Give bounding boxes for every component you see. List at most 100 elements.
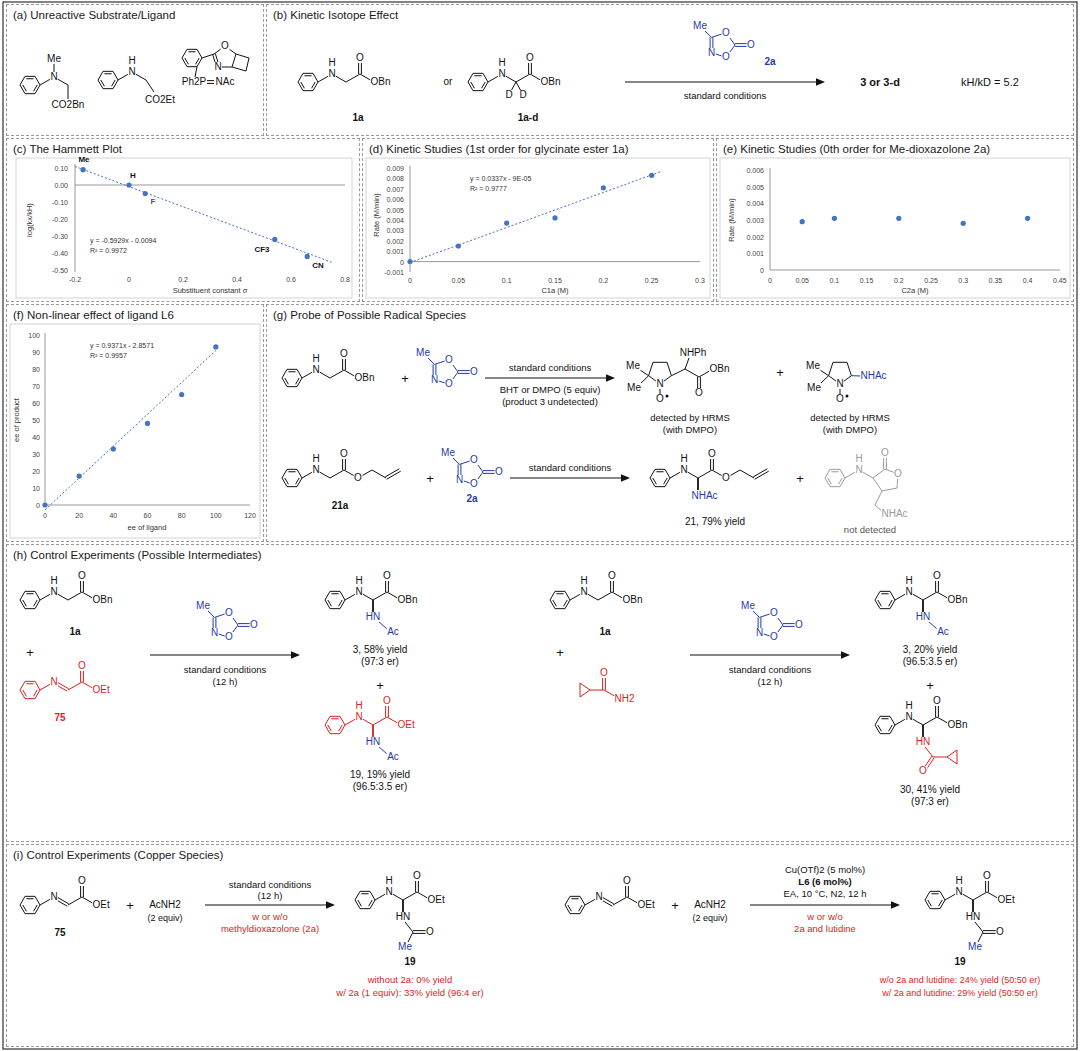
bond-line: [568, 905, 572, 911]
bond-line: [360, 891, 370, 892]
tick-label: 0.009: [386, 165, 404, 172]
data-point: [305, 254, 310, 259]
tick-label: 60: [144, 512, 152, 519]
text-label: 75: [54, 713, 65, 723]
bond-line: [930, 908, 940, 909]
bond-line: [205, 904, 329, 905]
atom-label: HN: [915, 612, 930, 622]
text-label: kH/kD = 5.2: [961, 77, 1019, 88]
tick-label: 80: [32, 366, 40, 373]
tick-label: 0.8: [340, 276, 350, 283]
data-point: [504, 221, 509, 226]
text-label: R² = 0.9972: [90, 247, 127, 254]
bond-line: [325, 725, 330, 734]
text-label: (with DMPO): [663, 425, 717, 435]
atom-label: OBn: [370, 77, 391, 87]
bond-line: [373, 717, 387, 725]
atom-label: Me: [968, 942, 983, 952]
bond-line: [103, 88, 113, 89]
atom-label: HN: [365, 612, 380, 622]
bond-line: [35, 896, 40, 905]
bond-line: [873, 478, 882, 491]
text-label: not detected: [844, 525, 896, 535]
bond-line: [313, 82, 318, 91]
tick-label: 80: [178, 512, 186, 519]
bond-line: [355, 891, 360, 900]
text-label: 75: [54, 928, 65, 938]
bond-line: [468, 82, 473, 91]
reaction-arrow-head: [891, 901, 900, 909]
bond-line: [875, 491, 882, 505]
tick-label: 90: [32, 349, 40, 356]
tick-label: -0.001: [384, 269, 404, 276]
atom-label: O: [225, 632, 234, 642]
bond-line: [685, 369, 699, 377]
atom-label: Me: [196, 601, 211, 611]
bond-line: [975, 922, 983, 932]
atom-label: O: [722, 473, 731, 483]
bond-line: [358, 900, 362, 906]
bond-line: [928, 621, 937, 629]
bond-line: [26, 898, 33, 899]
bond-line: [20, 690, 25, 699]
text-label: 2a: [764, 57, 775, 67]
text-label: 2a: [466, 494, 477, 504]
text-label: without 2a: 0% yield: [368, 975, 453, 985]
bond-line: [340, 725, 345, 734]
bond-line: [483, 73, 488, 82]
tick-label: 0.3: [695, 277, 705, 284]
tick-label: 0.001: [386, 248, 404, 255]
text-label: AcNH2: [694, 900, 726, 910]
atom-label: O: [770, 608, 779, 618]
bond-line: [556, 593, 563, 594]
text-label: detected by HRMS: [810, 413, 890, 423]
data-point: [800, 219, 805, 224]
atom-label: O: [881, 448, 890, 458]
bond-line: [698, 470, 712, 478]
bond-line: [580, 683, 581, 697]
text-label: 19: [954, 957, 965, 967]
bond-line: [325, 591, 330, 600]
bond-line: [25, 93, 35, 94]
bond-line: [370, 891, 375, 900]
bond-line: [297, 469, 302, 478]
data-point: [42, 502, 47, 507]
tick-label: 0.008: [386, 175, 404, 182]
bond-line: [565, 905, 570, 914]
atom-label: O: [445, 355, 454, 365]
text-label: 19: [404, 957, 415, 967]
tick-label: 0.004: [746, 200, 764, 207]
bond-line: [182, 49, 187, 58]
bond-line: [35, 681, 40, 690]
text-label: w or w/o: [252, 912, 287, 922]
bond-line: [483, 82, 488, 91]
bond-line: [68, 682, 82, 690]
bond-line: [296, 478, 300, 484]
bond-line: [580, 683, 590, 690]
bond-line: [360, 908, 370, 909]
atom-label: O: [722, 52, 731, 62]
bond-line: [473, 90, 483, 91]
bond-line: [187, 49, 197, 50]
atom-label: Me: [416, 348, 431, 358]
atom-label: Me: [807, 383, 822, 393]
bond-line: [146, 80, 154, 92]
chart-frame: [720, 158, 1070, 298]
tick-label: 0.10: [54, 165, 68, 172]
bond-line: [20, 591, 25, 600]
bond-line: [598, 592, 612, 600]
tick-label: 0.35: [989, 277, 1003, 284]
panel-box: (d) Kinetic Studies (1st order for glyci…: [362, 138, 714, 302]
bond-line: [297, 478, 302, 487]
bond-line: [770, 270, 1060, 271]
bond-line: [20, 85, 25, 94]
tick-label: 0: [768, 277, 772, 284]
text-label: 3 or 3-d: [860, 77, 900, 88]
bond-line: [889, 725, 893, 731]
bond-line: [196, 58, 200, 64]
bond-line: [325, 600, 330, 609]
text-label: ee of product: [13, 398, 21, 442]
bond-line: [922, 725, 924, 737]
atom-label: OEt: [637, 900, 655, 910]
tick-label: 0.3: [958, 277, 968, 284]
